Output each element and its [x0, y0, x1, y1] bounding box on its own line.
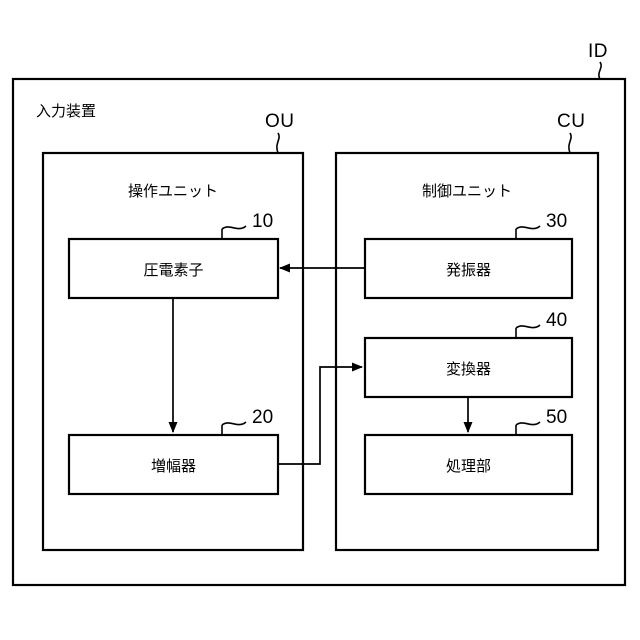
ref-number-40: 40	[546, 310, 568, 331]
ref-label-ou: OU	[265, 111, 295, 132]
ref-number-10: 10	[252, 211, 274, 232]
leader-50	[515, 421, 541, 426]
outer-frame-title: 入力装置	[36, 103, 97, 120]
leader-40	[515, 324, 541, 329]
leader-ou	[276, 132, 280, 154]
unit-title-control-unit: 制御ユニット	[421, 183, 512, 200]
ref-number-20: 20	[252, 407, 274, 428]
leader-id	[598, 61, 602, 80]
ref-label-id: ID	[588, 41, 608, 62]
leader-20	[221, 421, 247, 426]
block-title-processing-unit: 処理部	[445, 458, 491, 475]
block-title-converter: 変換器	[445, 361, 491, 378]
block-title-piezoelectric-element: 圧電素子	[143, 262, 204, 279]
ref-number-50: 50	[546, 407, 568, 428]
ref-number-30: 30	[546, 211, 568, 232]
leader-30	[515, 225, 541, 230]
leader-cu	[568, 132, 572, 154]
block-title-oscillator: 発振器	[445, 262, 491, 279]
outer-frame-input-device	[11, 77, 627, 587]
block-title-amplifier: 増幅器	[150, 458, 196, 475]
unit-frame-control-unit	[334, 151, 600, 552]
block-processing-unit	[363, 433, 574, 496]
unit-frame-operation-unit	[41, 151, 305, 552]
leader-10	[221, 225, 247, 230]
unit-title-operation-unit: 操作ユニット	[127, 183, 218, 200]
connector-amplifier-to-converter	[278, 362, 363, 465]
ref-label-cu: CU	[557, 111, 586, 132]
